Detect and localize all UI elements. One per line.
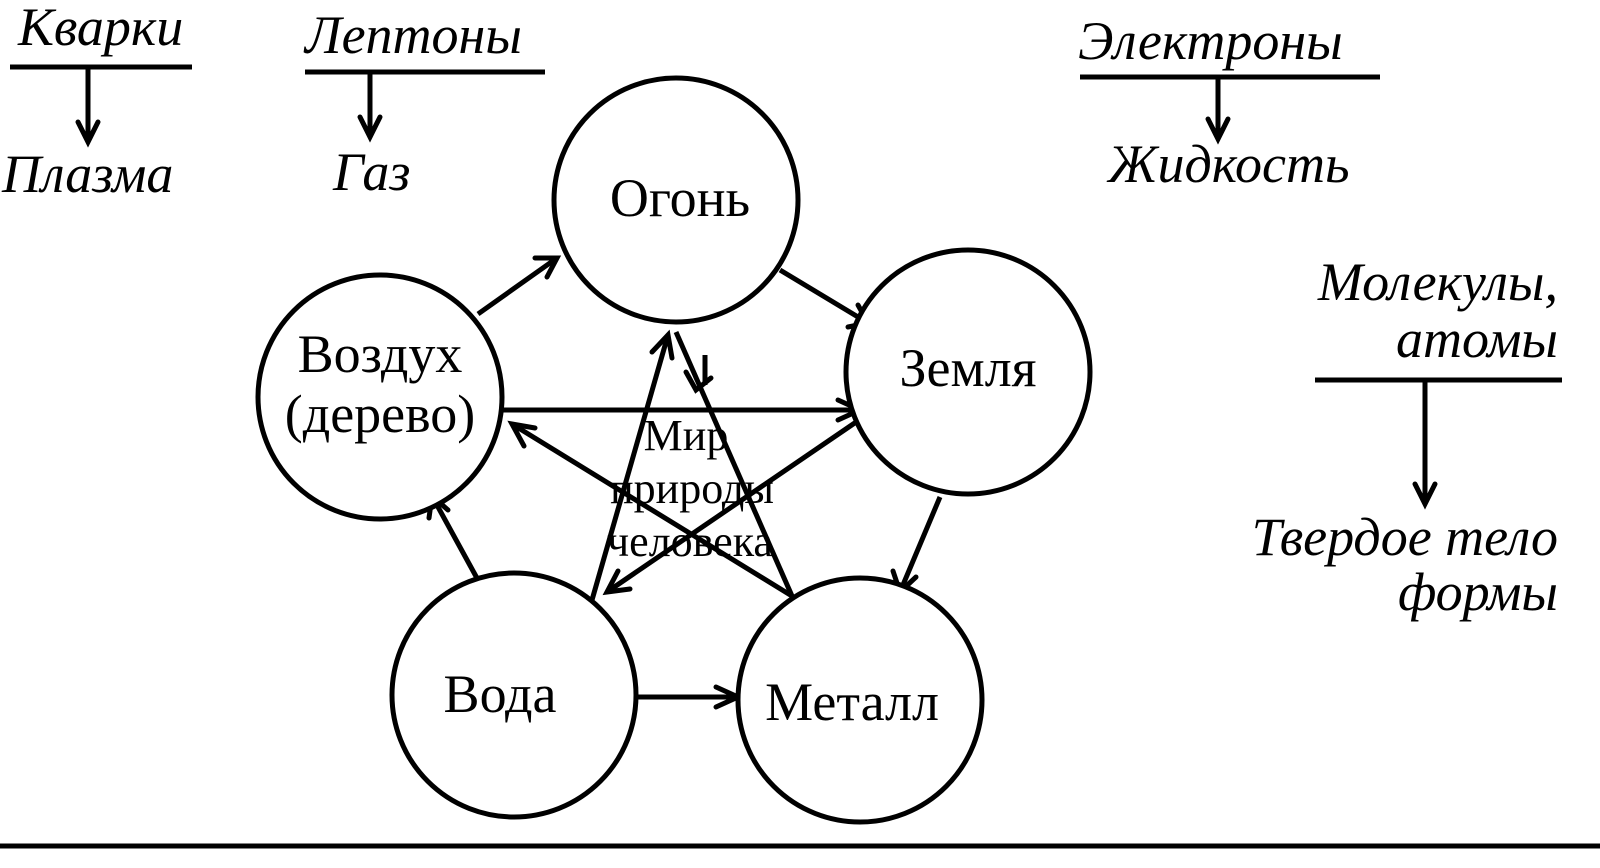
center-label-line2: природы — [610, 464, 774, 513]
center-label-group: Мир природы человека — [607, 411, 774, 566]
quarks-arrowhead — [75, 119, 101, 148]
molecules-solid-group: Молекулы, атомы Твердое тело формы — [1252, 252, 1562, 622]
earth-node: Земля — [843, 247, 1093, 497]
air-circle — [255, 272, 505, 522]
air-to-fire-arrow — [476, 255, 559, 317]
air-label-line1: Воздух — [298, 324, 463, 384]
fire-node: Огонь — [551, 75, 801, 325]
leptons-gas-group: Лептоны Газ — [303, 5, 545, 202]
metal-to-air-arrow — [510, 421, 794, 599]
controlling-star — [500, 329, 867, 601]
water-node: Вода — [389, 570, 639, 820]
earth-to-water-arrow — [605, 415, 864, 595]
solid-label: Твердое тело — [1252, 507, 1558, 567]
metal-node: Металл — [735, 575, 985, 825]
electrons-arrowhead — [1205, 116, 1231, 145]
fire-label: Огонь — [610, 168, 750, 228]
earth-to-metal-arrow — [897, 496, 943, 593]
air-node: Воздух (дерево) — [255, 272, 505, 522]
fire-to-metal-arrowhead — [683, 369, 714, 394]
quarks-label: Кварки — [17, 0, 183, 57]
plasma-label: Плазма — [1, 144, 173, 204]
leptons-label: Лептоны — [303, 5, 522, 65]
fire-to-earth-arrow — [778, 267, 870, 326]
earth-label: Земля — [900, 338, 1037, 398]
forms-label: формы — [1398, 562, 1558, 622]
water-to-fire-arrow — [589, 334, 671, 601]
molecules-label: Молекулы, — [1317, 252, 1558, 312]
air-label-line2: (дерево) — [285, 384, 476, 444]
fire-circle — [551, 75, 801, 325]
air-to-fire-arrowhead — [532, 255, 562, 280]
gas-label: Газ — [332, 142, 410, 202]
atoms-label: атомы — [1396, 309, 1558, 369]
earth-circle — [843, 247, 1093, 497]
metal-label: Металл — [765, 672, 939, 732]
water-to-fire-arrowhead — [649, 329, 675, 361]
center-label-line3: человека — [607, 517, 773, 566]
metal-to-air-arrowhead — [507, 420, 538, 449]
water-label: Вода — [444, 664, 557, 724]
metal-circle — [735, 575, 985, 825]
fire-to-metal-arrow — [673, 330, 795, 598]
water-circle — [389, 570, 639, 820]
molecules-arrowhead — [1412, 481, 1438, 510]
leptons-arrowhead — [357, 114, 383, 143]
electrons-liquid-group: Электроны Жидкость — [1078, 11, 1380, 194]
electrons-label: Электроны — [1078, 11, 1343, 71]
quarks-plasma-group: Кварки Плазма — [1, 0, 192, 204]
liquid-label: Жидкость — [1106, 134, 1350, 194]
earth-to-water-arrowhead — [602, 568, 633, 596]
center-label-line1: Мир — [644, 411, 729, 460]
water-to-air-arrow — [429, 494, 481, 582]
